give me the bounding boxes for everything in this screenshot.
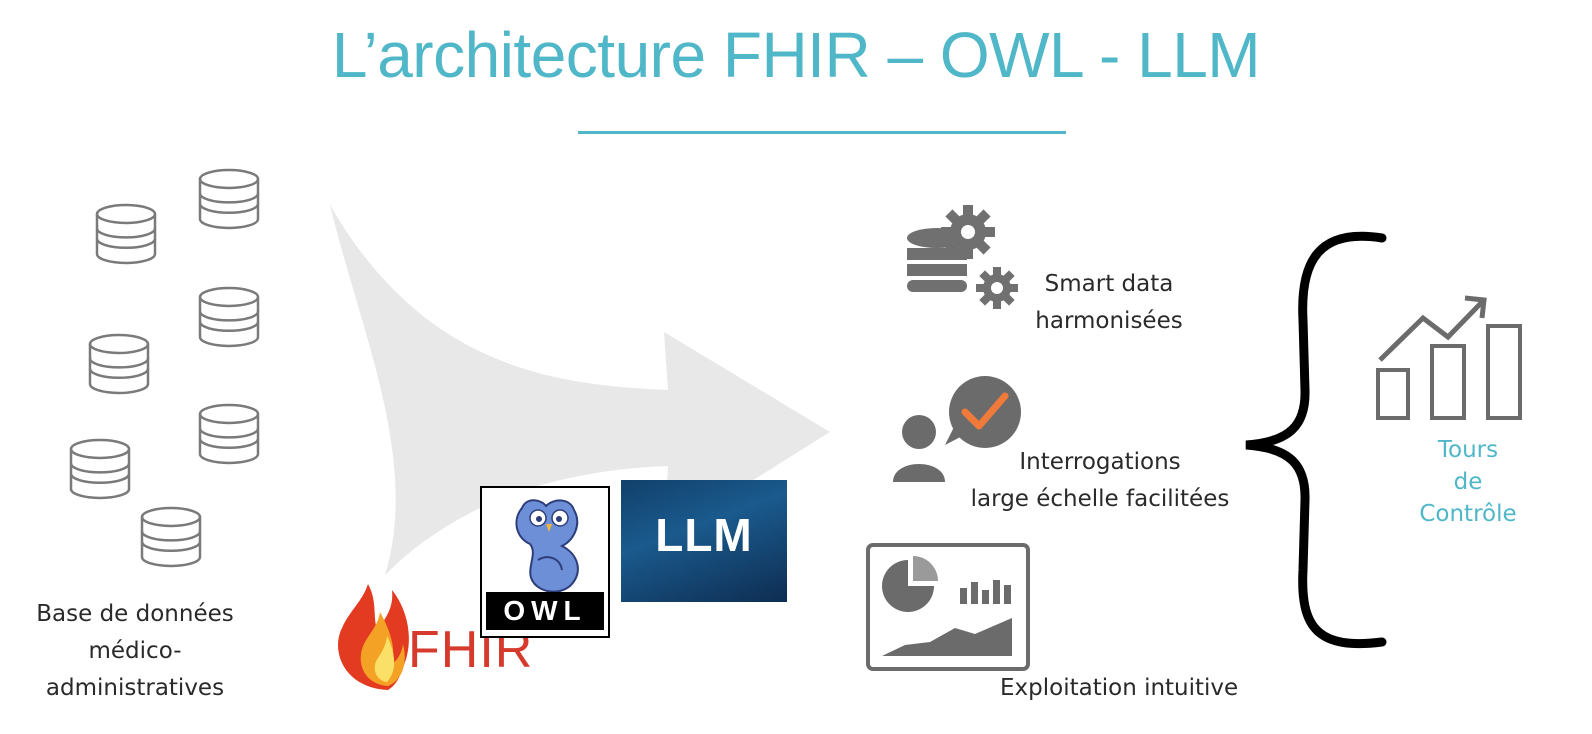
growth-chart-icon — [1376, 295, 1522, 420]
output-label-line2: harmonisées — [1035, 308, 1183, 334]
sources-label-line2: médico-administratives — [45, 638, 225, 701]
curly-brace-icon — [1245, 231, 1387, 649]
page-title: L’architecture FHIR – OWL - LLM — [331, 19, 1261, 91]
databases-group — [69, 168, 260, 568]
sources-label-line1: Base de données — [36, 601, 234, 627]
result-label: Tours de Contrôle — [1388, 434, 1548, 530]
llm-logo-text: LLM — [655, 509, 753, 561]
output-label-line1: Smart data — [1044, 271, 1174, 297]
database-icon — [88, 333, 150, 395]
title-underline — [578, 131, 1066, 134]
result-label-line3: Contrôle — [1419, 501, 1517, 527]
result-label-line2: de — [1453, 469, 1483, 495]
dashboard-icon — [866, 543, 1030, 671]
output-label-smart-data: Smart data harmonisées — [1004, 266, 1214, 340]
output-label-exploitation: Exploitation intuitive — [1000, 675, 1239, 701]
sources-label: Base de données médico-administratives — [0, 596, 270, 707]
database-icon — [95, 203, 157, 265]
database-icon — [198, 286, 260, 348]
database-gears-icon — [907, 205, 1018, 309]
output-label-interrogations: Interrogations large échelle facilitées — [945, 444, 1255, 518]
user-check-icon — [893, 376, 1021, 482]
database-icon — [140, 506, 202, 568]
owl-icon — [515, 499, 579, 593]
fhir-flame-icon — [338, 584, 409, 690]
owl-logo-text: OWL — [486, 592, 604, 630]
database-icon — [198, 403, 260, 465]
llm-logo — [621, 480, 787, 602]
result-label-line1: Tours — [1437, 437, 1499, 463]
database-icon — [198, 168, 260, 230]
output-label-line2: large échelle facilitées — [970, 486, 1230, 512]
output-label-line1: Interrogations — [1019, 449, 1181, 475]
database-icon — [69, 438, 131, 500]
